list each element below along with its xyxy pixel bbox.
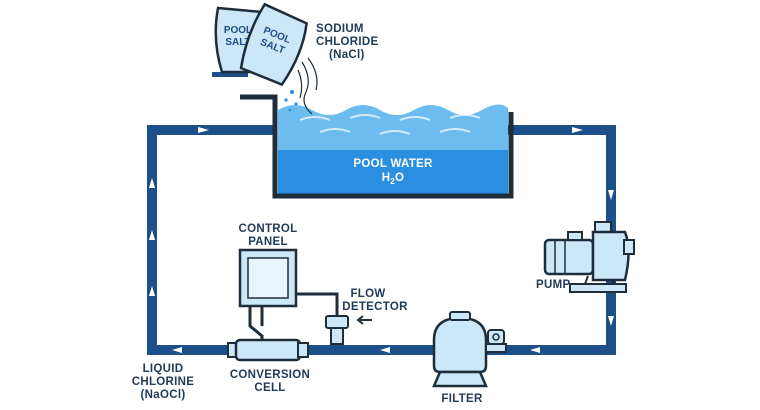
control-panel-wire-cell xyxy=(248,306,264,343)
arrow-right-down-1 xyxy=(608,190,614,200)
salt-bags: POOL SALT POOL SALT SODIUM CHLORIDE (NaC… xyxy=(212,2,378,115)
svg-text:CELL: CELL xyxy=(254,382,285,394)
shelf xyxy=(212,72,248,77)
liquid-chlorine-label: LIQUID CHLORINE (NaOCl) xyxy=(132,363,194,401)
pipe-top-right xyxy=(508,125,616,135)
arrow-left-up-2 xyxy=(149,230,155,240)
sodium-chloride-label: SODIUM CHLORIDE (NaCl) xyxy=(316,23,378,61)
control-panel-label: CONTROL PANEL xyxy=(239,223,298,248)
svg-text:SODIUM: SODIUM xyxy=(316,23,364,35)
svg-text:CONTROL: CONTROL xyxy=(239,223,298,235)
pool-water-title: POOL WATER xyxy=(353,158,433,170)
svg-text:LIQUID: LIQUID xyxy=(143,363,184,375)
arrow-top-right xyxy=(572,127,583,133)
pump: PUMP xyxy=(536,221,635,293)
pool-water-waves xyxy=(299,114,481,135)
svg-text:FLOW: FLOW xyxy=(350,288,385,300)
salt-bag-back-line1: POOL xyxy=(224,25,252,36)
pool-water-label: POOL WATER H2O xyxy=(353,158,433,186)
pump-base xyxy=(569,283,627,293)
control-panel: CONTROL PANEL xyxy=(239,223,339,343)
svg-text:CONVERSION: CONVERSION xyxy=(230,369,310,381)
filter-base xyxy=(432,370,488,388)
filter-label: FILTER xyxy=(441,393,483,405)
salt-bag-back-line2: SALT xyxy=(225,37,250,48)
arrow-bottom-left-2 xyxy=(380,347,390,353)
pool-water-surface xyxy=(278,104,508,150)
salt-bag-front: POOL SALT xyxy=(239,2,308,87)
flow-detector: FLOW DETECTOR xyxy=(325,288,408,345)
arrow-right-down-2 xyxy=(608,316,614,326)
svg-text:CHLORINE: CHLORINE xyxy=(132,376,194,388)
flow-detector-pointer xyxy=(356,315,372,325)
conversion-cell: CONVERSION CELL xyxy=(227,338,310,394)
arrow-top-left xyxy=(198,127,209,133)
filter-tank xyxy=(432,316,488,374)
flow-detector-label: FLOW DETECTOR xyxy=(342,288,408,313)
conversion-cell-label: CONVERSION CELL xyxy=(230,369,310,394)
salt-drops xyxy=(284,90,298,112)
filter-valve xyxy=(487,329,505,345)
control-panel-screen xyxy=(247,257,289,299)
pipe-top-left xyxy=(147,125,275,135)
svg-text:DETECTOR: DETECTOR xyxy=(342,301,408,313)
svg-text:(NaOCl): (NaOCl) xyxy=(141,389,186,401)
flow-arrows xyxy=(149,127,614,353)
pump-label: PUMP xyxy=(536,279,570,291)
pool-wall xyxy=(240,94,514,199)
arrow-bottom-left-3 xyxy=(172,347,182,353)
arrow-bottom-left-1 xyxy=(530,347,540,353)
pump-motor xyxy=(543,238,595,276)
arrow-left-up-1 xyxy=(149,286,155,296)
svg-text:CHLORIDE: CHLORIDE xyxy=(316,36,378,48)
svg-text:(NaCl): (NaCl) xyxy=(329,49,365,61)
salt-stream xyxy=(297,57,318,115)
pump-housing xyxy=(591,230,630,282)
control-panel-wire-flow xyxy=(296,292,339,316)
filter: FILTER xyxy=(432,311,507,405)
arrow-left-up-3 xyxy=(149,178,155,188)
svg-text:PANEL: PANEL xyxy=(248,236,288,248)
conversion-cell-body xyxy=(234,338,302,362)
pool: POOL WATER H2O xyxy=(240,94,514,199)
flow-detector-body xyxy=(325,315,349,329)
pool-water-formula: H2O xyxy=(382,172,405,186)
